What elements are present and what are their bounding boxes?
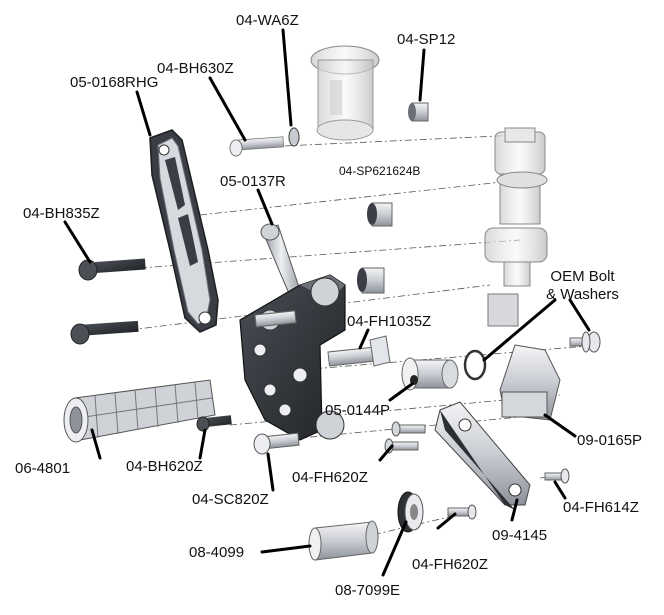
link-plate-4145 [434, 401, 531, 510]
label-04-sp12: 04-SP12 [397, 31, 456, 48]
bolt-hanger [254, 310, 297, 328]
part-7099e [397, 491, 424, 533]
bolt-fh614z [544, 468, 570, 484]
label-05-0144p: 05-0144P [325, 402, 391, 419]
label-04-fh614z: 04-FH614Z [563, 499, 639, 516]
label-oem-line2: & Washers [546, 286, 619, 303]
label-04-fh620z-upper: 04-FH620Z [292, 469, 368, 486]
pivot-0144p [401, 357, 459, 391]
label-oem-bolt-washers: OEM Bolt & Washers [535, 268, 630, 304]
label-04-fh620z-lower: 04-FH620Z [412, 556, 488, 573]
label-08-4099: 08-4099 [189, 544, 245, 561]
washer-large [463, 349, 487, 381]
bolt-sc820z [253, 432, 300, 455]
reservoir-clear [310, 45, 380, 141]
bolt-bh630z [229, 136, 285, 157]
label-04-sc820z: 04-SC820Z [192, 491, 269, 508]
oem-bolt [569, 331, 601, 353]
tube-4099 [308, 520, 379, 561]
washer-wa6z [288, 127, 300, 147]
leader-lines [63, 28, 591, 577]
footpeg-4801 [63, 379, 216, 443]
bracket-plate-0168rhg [149, 129, 219, 333]
link-0137r [260, 223, 301, 297]
label-04-wa6z: 04-WA6Z [236, 12, 299, 29]
label-04-sp621624b: 04-SP621624B [339, 164, 421, 178]
label-05-0168rhg: 05-0168RHG [70, 74, 159, 91]
label-04-fh1035z: 04-FH1035Z [347, 313, 432, 330]
label-06-4801: 06-4801 [15, 460, 71, 477]
spacer-sp12 [408, 102, 429, 122]
spacer-sp621624b [357, 202, 393, 294]
bolt-bh620z [196, 415, 232, 432]
label-04-bh835z: 04-BH835Z [23, 205, 100, 222]
master-cylinder-clear [484, 127, 548, 327]
bolt-fh1035z [327, 335, 391, 367]
bolts-fh620z-pair [384, 421, 426, 454]
bolt-bh835z [70, 258, 146, 345]
label-oem-line1: OEM Bolt [550, 268, 615, 285]
label-05-0137r: 05-0137R [220, 173, 286, 190]
arm-0165p [499, 344, 561, 421]
label-08-7099e: 08-7099E [335, 582, 401, 599]
label-09-0165p: 09-0165P [577, 432, 643, 449]
label-09-4145: 09-4145 [492, 527, 548, 544]
label-04-bh620z: 04-BH620Z [126, 458, 203, 475]
label-04-bh630z: 04-BH630Z [157, 60, 234, 77]
bolt-fh620z-lower [447, 504, 477, 520]
